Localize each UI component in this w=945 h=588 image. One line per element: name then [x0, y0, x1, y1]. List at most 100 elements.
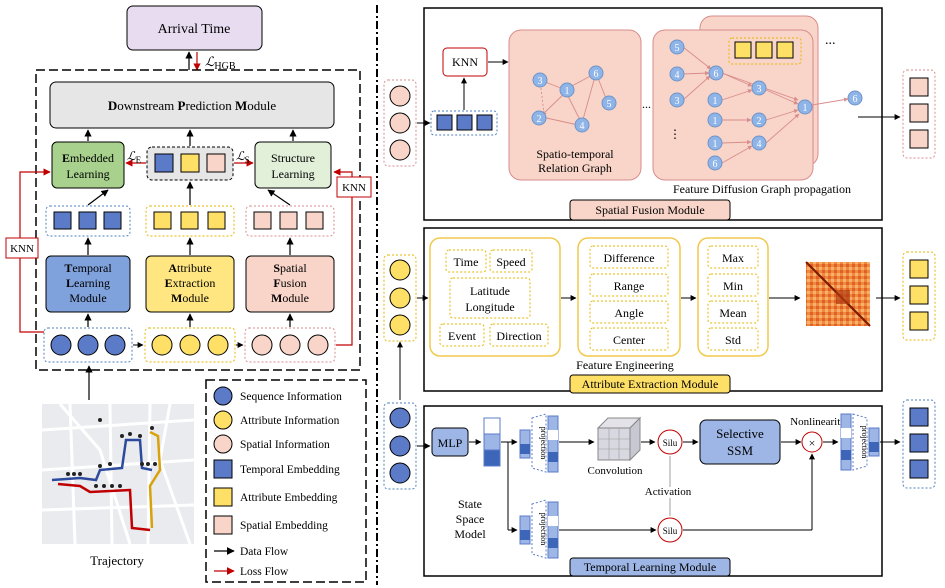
- svg-text:Speed: Speed: [496, 255, 525, 269]
- temporal-learning-label: Temporal Learning Module: [584, 560, 716, 574]
- svg-text:3: 3: [757, 84, 762, 95]
- fused-embedding: [146, 146, 234, 181]
- svg-text:Activation: Activation: [645, 486, 692, 498]
- svg-text:Module: Module: [271, 291, 309, 305]
- arrival-time-label: Arrival Time: [158, 22, 231, 37]
- attribute-info-row: [144, 327, 236, 363]
- svg-text:projection: projection: [539, 513, 548, 545]
- trajectory-map: [41, 403, 195, 545]
- attribute-extraction-label: Attribute Extraction Module: [582, 377, 719, 391]
- loss-s-label: ℒS: [236, 149, 250, 165]
- svg-text:Longitude: Longitude: [465, 300, 514, 314]
- svg-text:Extraction: Extraction: [165, 276, 216, 290]
- svg-text:Selective: Selective: [716, 426, 764, 441]
- flow-arrow: [267, 189, 291, 206]
- temporal-embedding-row: [45, 205, 131, 237]
- legend-item: Temporal Embedding: [240, 464, 340, 476]
- svg-text:6: 6: [713, 159, 718, 170]
- svg-text:⋮: ⋮: [669, 127, 681, 141]
- svg-text:Learning: Learning: [66, 276, 110, 290]
- arrival-time-box: Arrival Time: [126, 5, 263, 51]
- downstream-module: Downstream Prediction Module: [49, 81, 335, 129]
- attribute-extraction-panel: Time Speed Latitude Longitude Event Dire…: [383, 227, 936, 394]
- framework-frame: [35, 69, 361, 371]
- svg-text:Module: Module: [171, 291, 209, 305]
- svg-text:3: 3: [675, 96, 680, 107]
- legend-item: Sequence Information: [240, 391, 342, 403]
- embedded-learning-box: Embedded Learning: [51, 141, 125, 189]
- legend-item: Data Flow: [240, 546, 289, 558]
- svg-text:4: 4: [675, 70, 680, 81]
- svg-text:2: 2: [757, 116, 762, 127]
- svg-text:SSM: SSM: [727, 443, 753, 458]
- svg-text:5: 5: [607, 99, 612, 110]
- spatial-embedding-row: [245, 205, 335, 237]
- svg-text:3: 3: [538, 76, 543, 87]
- legend-swatch-sequence: [213, 386, 233, 406]
- legend-swatch-spatial-emb: [213, 515, 233, 535]
- knn-spatial-label: KNN: [452, 55, 478, 69]
- legend-swatch-spatial: [213, 434, 233, 454]
- sequence-info-row: [43, 327, 133, 363]
- svg-text:Time: Time: [454, 255, 479, 269]
- knn-right-loop: [333, 168, 353, 346]
- svg-text:Nonlinearity: Nonlinearity: [790, 416, 846, 428]
- svg-text:MLP: MLP: [438, 436, 463, 450]
- svg-text:Module: Module: [69, 291, 106, 305]
- svg-text:Feature Diffusion Graph propag: Feature Diffusion Graph propagation: [673, 182, 851, 196]
- spatial-fusion-panel: KNN 3 1 6 2 4 5 Spatio-temporal Relation: [383, 7, 936, 221]
- svg-text:Feature Engineering: Feature Engineering: [576, 358, 674, 372]
- temporal-learning-panel: MLP projection projection: [383, 399, 936, 577]
- svg-text:Silu: Silu: [663, 526, 678, 536]
- svg-text:1: 1: [713, 139, 718, 150]
- correlation-heatmap: [805, 261, 871, 327]
- trajectory-label: Trajectory: [90, 553, 144, 568]
- svg-text:Difference: Difference: [603, 251, 654, 265]
- svg-text:Center: Center: [613, 333, 645, 347]
- svg-text:Event: Event: [448, 329, 477, 343]
- legend-item: Attribute Embedding: [240, 492, 338, 504]
- svg-text:...: ...: [642, 97, 651, 111]
- svg-text:projection: projection: [539, 427, 548, 459]
- attribute-embedding-row: [145, 205, 235, 237]
- svg-text:projection: projection: [860, 426, 869, 458]
- svg-text:Spatio-temporal: Spatio-temporal: [536, 147, 614, 161]
- flow-arrow: [87, 189, 109, 206]
- temporal-learning-module-box: Temporal Learning Module: [45, 255, 131, 313]
- legend-item: Spatial Embedding: [240, 520, 328, 532]
- svg-text:1: 1: [803, 103, 808, 114]
- svg-text:Embedded: Embedded: [62, 151, 114, 165]
- legend-item: Loss Flow: [240, 566, 289, 578]
- spatial-fusion-module-box: Spatial Fusion Module: [245, 255, 335, 313]
- svg-text:Silu: Silu: [663, 438, 678, 448]
- feature-engineering-group: Difference Range Angle Center: [589, 245, 669, 351]
- svg-text:Temporal: Temporal: [64, 261, 112, 275]
- svg-text:Min: Min: [723, 279, 743, 293]
- svg-text:Activation: Activation: [645, 486, 692, 498]
- svg-text:Angle: Angle: [614, 306, 643, 320]
- svg-text:Spatial: Spatial: [273, 261, 307, 275]
- svg-text:Structure: Structure: [271, 151, 315, 165]
- svg-text:Attribute: Attribute: [168, 261, 211, 275]
- svg-text:Range: Range: [614, 279, 645, 293]
- svg-text:Learning: Learning: [66, 167, 109, 181]
- svg-text:Mean: Mean: [719, 306, 746, 320]
- spatial-fusion-label: Spatial Fusion Module: [595, 203, 704, 217]
- svg-text:4: 4: [580, 121, 585, 132]
- downstream-label: Downstream Prediction Module: [108, 98, 277, 113]
- legend-swatch-attribute-emb: [213, 487, 233, 507]
- svg-text:Latitude: Latitude: [470, 284, 510, 298]
- svg-text:6: 6: [594, 69, 599, 80]
- svg-text:1: 1: [713, 96, 718, 107]
- legend: Sequence Information Attribute Informati…: [205, 379, 367, 583]
- svg-text:State: State: [458, 497, 482, 511]
- svg-text:Fusion: Fusion: [273, 276, 306, 290]
- knn-right-box: KNN: [336, 176, 372, 198]
- svg-text:KNN: KNN: [342, 182, 366, 194]
- svg-text:6: 6: [714, 69, 719, 80]
- convolution-cube: [596, 416, 642, 462]
- svg-text:Relation Graph: Relation Graph: [538, 161, 612, 175]
- attribute-extraction-module-box: Attribute Extraction Module: [145, 255, 235, 313]
- spatial-info-row: [244, 327, 336, 363]
